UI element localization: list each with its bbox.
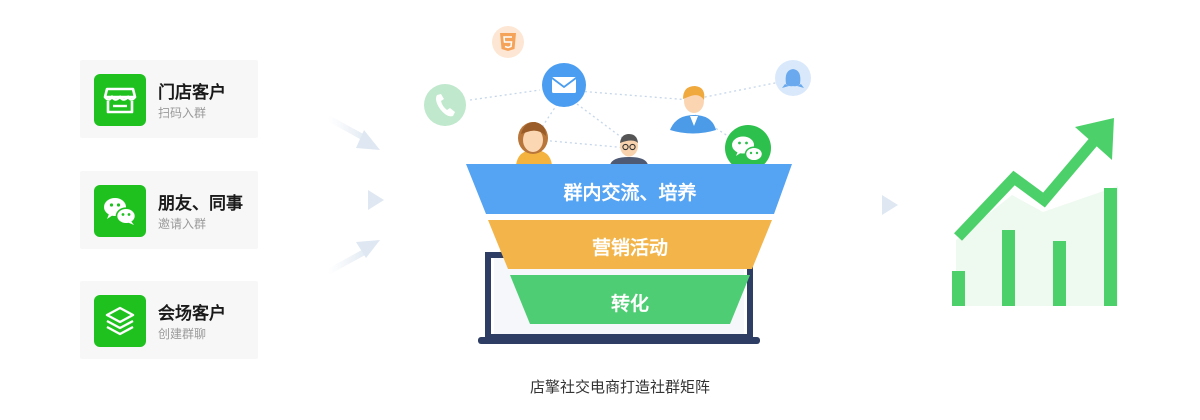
source-title: 朋友、同事 <box>158 194 243 214</box>
source-subtitle: 创建群聊 <box>158 327 207 341</box>
funnel-label-marketing: 营销活动 <box>591 237 668 259</box>
phone-icon <box>424 84 466 126</box>
man-with-glasses-avatar <box>610 134 648 165</box>
funnel-stage-2 <box>488 220 772 269</box>
woman-avatar <box>516 122 552 165</box>
funnel-label-exchange: 群内交流、培养 <box>563 182 697 204</box>
html5-icon <box>492 26 524 58</box>
growth-bar <box>1053 241 1066 306</box>
funnel-stage-1 <box>466 164 792 214</box>
diagram-caption: 店擎社交电商打造社群矩阵 <box>529 378 710 396</box>
wechat-icon <box>94 185 146 237</box>
source-subtitle: 邀请入群 <box>158 217 207 231</box>
growth-bar <box>1002 230 1015 306</box>
qq-icon <box>775 60 811 96</box>
layers-icon <box>94 295 146 347</box>
outgoing-arrow <box>845 195 898 215</box>
man-avatar <box>670 86 716 134</box>
incoming-arrow-middle <box>319 190 384 210</box>
source-title: 会场客户 <box>158 304 226 324</box>
trend-arrowhead <box>1075 118 1114 160</box>
source-card-venue: 会场客户 创建群聊 <box>80 281 258 359</box>
growth-chart <box>952 118 1118 306</box>
source-title: 门店客户 <box>158 83 226 103</box>
funnel-label-conversion: 转化 <box>610 293 649 315</box>
source-card-store: 门店客户 扫码入群 <box>80 60 258 138</box>
store-icon <box>94 74 146 126</box>
growth-bar <box>1104 188 1117 306</box>
growth-bar <box>952 271 965 306</box>
source-subtitle: 扫码入群 <box>158 106 207 120</box>
trend-arrow <box>954 130 1105 241</box>
incoming-arrow-bottom <box>325 240 380 275</box>
funnel-stage-3 <box>510 275 750 324</box>
source-card-friends: 朋友、同事 邀请入群 <box>80 171 258 249</box>
wechat-icon <box>725 125 771 171</box>
mail-icon <box>542 63 586 107</box>
incoming-arrow-top <box>325 115 380 150</box>
